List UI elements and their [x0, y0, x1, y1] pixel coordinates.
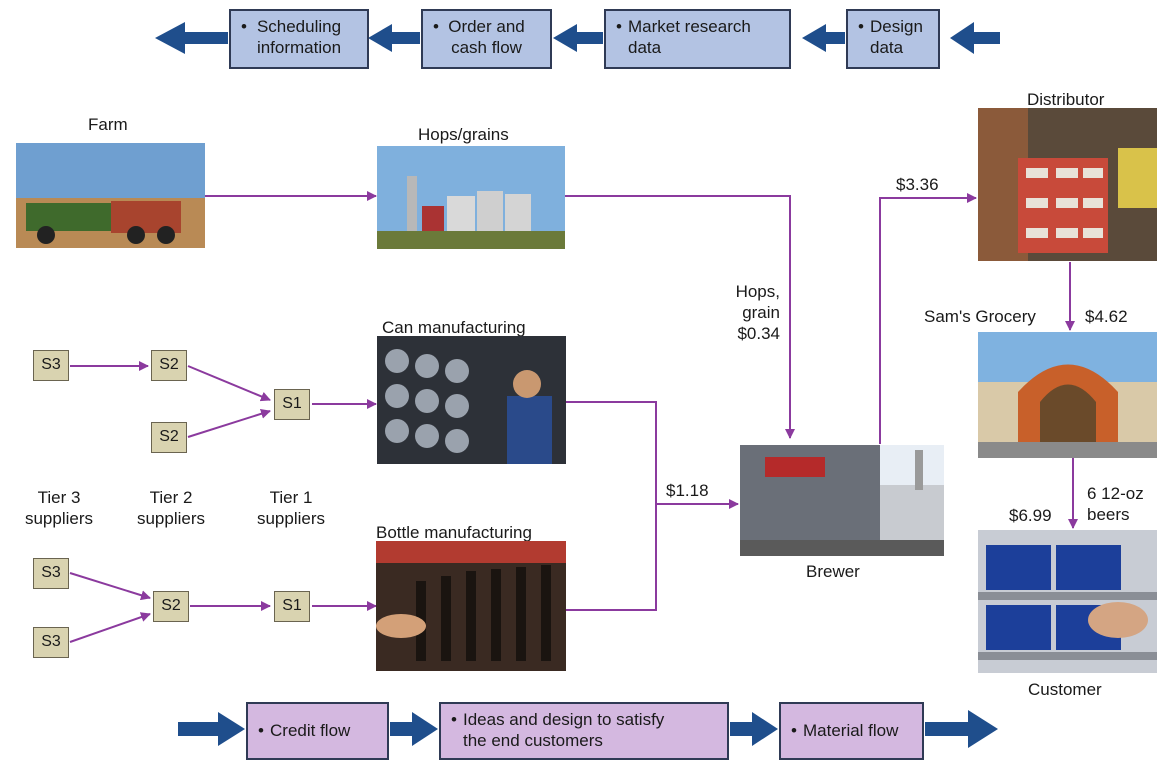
distributor-label: Distributor — [1027, 90, 1105, 109]
bullet: • — [258, 721, 264, 740]
customer-price: $6.99 — [1009, 506, 1052, 525]
packaging-price: $1.18 — [666, 481, 709, 500]
bottle-manufacturing-label: Bottle manufacturing — [376, 523, 532, 542]
bottom-arrow-3 — [730, 712, 778, 746]
top-arrow-2 — [368, 24, 420, 52]
pack-size-label: 6 12-oz beers — [1087, 484, 1144, 524]
bottom-flow-arrows — [178, 710, 998, 748]
bullet: • — [451, 710, 457, 729]
ideas-design-box: • Ideas and design to satisfy the end cu… — [439, 702, 729, 760]
order-cash-box: • Order and cash flow — [421, 9, 552, 69]
market-research-box: • Market research data — [604, 9, 791, 69]
material-lines — [69, 191, 1078, 643]
credit-flow-box: • Credit flow — [246, 702, 389, 760]
top-arrow-5 — [950, 22, 1000, 54]
distributor-price: $3.36 — [896, 175, 939, 194]
market-research-label: Market research data — [628, 17, 751, 57]
top-flow-arrows — [155, 22, 1000, 54]
bullet: • — [858, 17, 864, 36]
farm-label: Farm — [88, 115, 128, 134]
supplier-s2: S2 — [151, 422, 187, 453]
supplier-s2: S2 — [151, 350, 187, 381]
ideas-design-label: Ideas and design to satisfy the end cust… — [463, 710, 665, 750]
grocery-price: $4.62 — [1085, 307, 1128, 326]
customer-label: Customer — [1028, 680, 1102, 699]
supplier-s2: S2 — [153, 591, 189, 622]
supplier-s1: S1 — [274, 591, 310, 622]
supplier-s3: S3 — [33, 350, 69, 381]
grocery-photo — [978, 332, 1157, 458]
bottle-manufacturing-photo — [376, 541, 566, 671]
hops-grains-label: Hops/grains — [418, 125, 509, 144]
grocery-label: Sam's Grocery — [924, 307, 1036, 326]
material-flow-label: Material flow — [803, 721, 899, 740]
can-manufacturing-photo — [377, 336, 566, 464]
top-arrow-3 — [553, 24, 603, 52]
supplier-s1: S1 — [274, 389, 310, 420]
tier3-label: Tier 3 suppliers — [24, 488, 94, 528]
customer-photo — [978, 530, 1157, 673]
hops-grain-price: Hops, grain $0.34 — [735, 282, 780, 343]
credit-flow-label: Credit flow — [270, 721, 351, 740]
scheduling-info-label: Scheduling information — [256, 17, 342, 57]
supplier-s3: S3 — [33, 627, 69, 658]
bullet: • — [791, 721, 797, 740]
design-data-box: • Design data — [846, 9, 940, 69]
hops-grains-photo — [377, 146, 565, 249]
material-flow-box: • Material flow — [779, 702, 924, 760]
top-arrow-1 — [155, 22, 228, 54]
bullet: • — [241, 17, 247, 36]
bullet: • — [616, 17, 622, 36]
brewer-photo — [740, 445, 944, 556]
bottom-arrow-2 — [390, 712, 438, 746]
distributor-photo — [978, 108, 1157, 261]
bottom-arrow-1 — [178, 712, 245, 746]
scheduling-info-box: • Scheduling information — [229, 9, 369, 69]
brewer-label: Brewer — [806, 562, 860, 581]
order-cash-label: Order and cash flow — [448, 17, 525, 57]
bullet: • — [433, 17, 439, 36]
tier1-label: Tier 1 suppliers — [256, 488, 326, 528]
design-data-label: Design data — [870, 17, 923, 57]
supplier-s3: S3 — [33, 558, 69, 589]
bottom-arrow-4 — [925, 710, 998, 748]
can-manufacturing-label: Can manufacturing — [382, 318, 526, 337]
top-arrow-4 — [802, 24, 845, 52]
farm-photo — [16, 143, 205, 248]
tier2-label: Tier 2 suppliers — [136, 488, 206, 528]
